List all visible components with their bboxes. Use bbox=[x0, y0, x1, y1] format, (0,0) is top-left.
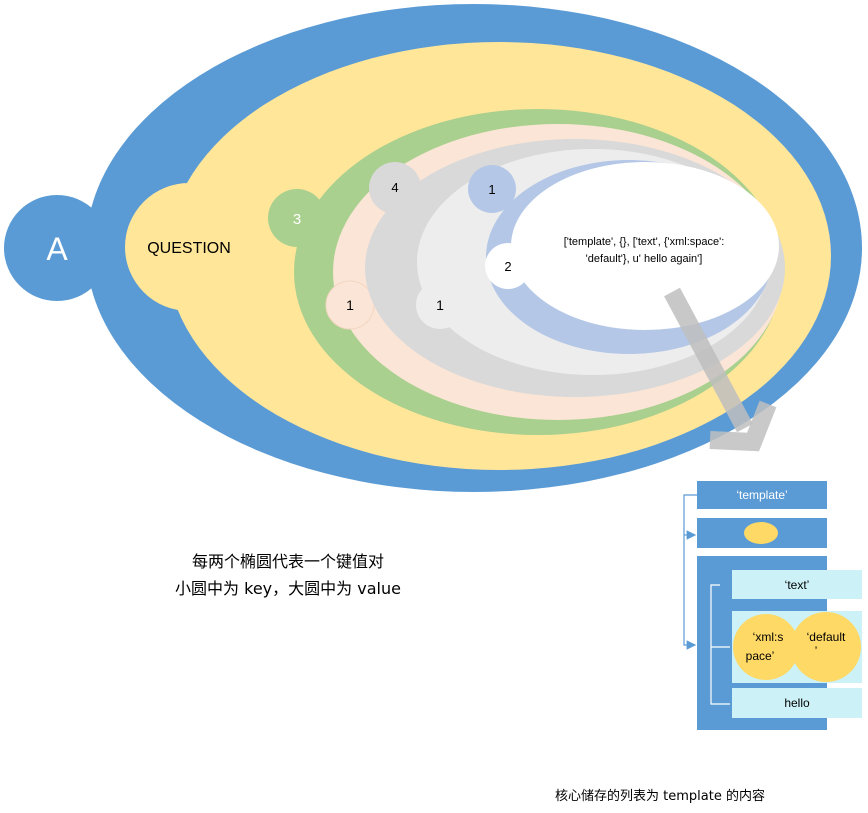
caption-footer: 核心储存的列表为 template 的内容 bbox=[555, 789, 765, 804]
grey-down-arrow bbox=[664, 287, 777, 452]
caption-main: 每两个椭圆代表一个键值对 小圆中为 key，大圆中为 value bbox=[158, 548, 418, 602]
list-text-label: ‘text’ bbox=[785, 578, 810, 592]
list-xml-space-line1: ‘xml:s bbox=[753, 630, 784, 644]
circle-key-2 bbox=[485, 243, 531, 289]
list-text-row bbox=[732, 570, 862, 599]
core-text-line1: ['template', {}, ['text', {'xml:space': bbox=[564, 236, 725, 248]
label-key-1-blue: 1 bbox=[488, 182, 495, 197]
list-hello-row bbox=[732, 688, 862, 718]
list-template-label: ‘template’ bbox=[736, 488, 787, 502]
core-text-line2: 'default'}, u' hello again'] bbox=[586, 253, 703, 265]
label-a: A bbox=[46, 231, 68, 267]
label-key-3: 3 bbox=[293, 211, 301, 228]
list-xml-space-circle bbox=[733, 614, 799, 680]
list-template-row bbox=[697, 481, 827, 509]
circle-key-3 bbox=[268, 189, 326, 247]
list-xml-space-line2: pace’ bbox=[746, 649, 775, 663]
ellipse-core bbox=[511, 162, 779, 330]
caption-main-line1: 每两个椭圆代表一个键值对 bbox=[191, 552, 384, 571]
label-key-1-peach: 1 bbox=[346, 297, 354, 313]
caption-main-line2: 小圆中为 key，大圆中为 value bbox=[175, 579, 401, 598]
list-diagram: ‘template’ ‘text’ ‘xml:s pace’ ‘default … bbox=[683, 481, 862, 730]
label-key-1-grey: 1 bbox=[436, 297, 444, 313]
circle-question bbox=[125, 183, 253, 311]
circle-a bbox=[4, 195, 110, 301]
list-hello-label: hello bbox=[784, 696, 810, 710]
label-key-4: 4 bbox=[391, 180, 398, 195]
list-default-line2: ’ bbox=[815, 644, 818, 658]
list-connector-inner bbox=[710, 584, 730, 705]
circle-key-1-blue bbox=[468, 165, 516, 213]
list-default-line1: ‘default bbox=[807, 630, 846, 644]
label-key-2: 2 bbox=[504, 259, 511, 274]
list-default-circle bbox=[791, 612, 861, 682]
label-question: QUESTION bbox=[147, 240, 231, 257]
list-connector-outer bbox=[683, 494, 697, 650]
list-dict-empty-circle bbox=[744, 522, 778, 544]
